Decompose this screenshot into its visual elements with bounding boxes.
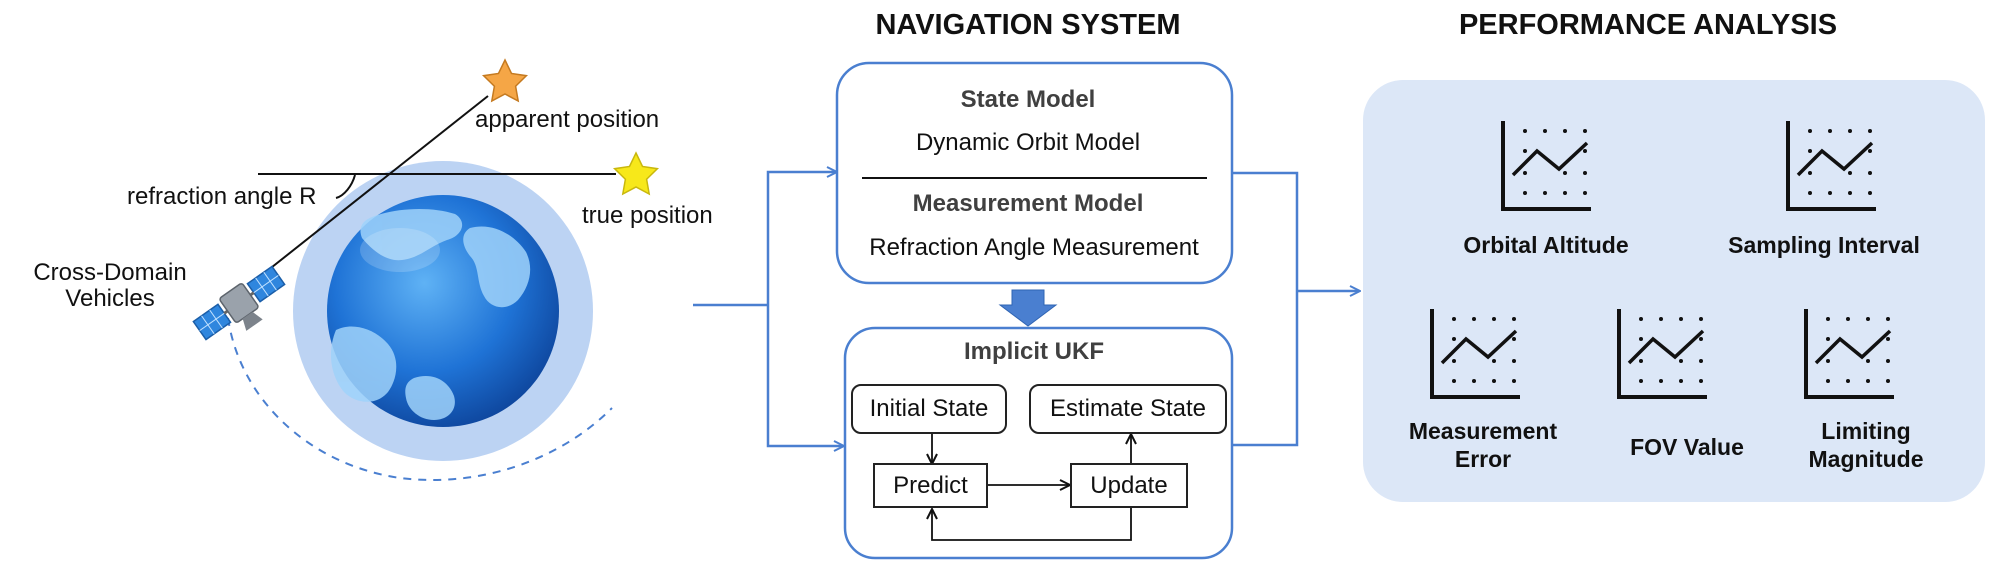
branch-to-state-model [766,172,836,305]
dynamic-orbit-model-label: Dynamic Orbit Model [915,129,1141,156]
apparent-position-label: apparent position [475,106,660,133]
true-position-star-icon [612,151,660,196]
model-to-ukf-arrow [998,289,1058,327]
predict-box: Predict [873,463,988,508]
predict-label: Predict [893,471,968,499]
fov-value-chart-icon [1617,309,1707,399]
limiting-magnitude-line1: Limiting [1821,418,1911,444]
branch-to-ukf [766,305,843,446]
earth-highlight [360,228,440,272]
initial-state-label: Initial State [869,395,989,422]
orbital-altitude-chart-icon [1501,121,1591,211]
refraction-angle-label: refraction angle R [127,183,317,210]
measurement-error-chart-icon [1430,309,1520,399]
estimate-state-label: Estimate State [1049,395,1207,422]
estimate-state-box: Estimate State [1029,384,1227,434]
fov-value-label: FOV Value [1630,434,1744,460]
satellite-icon [192,265,286,341]
update-box: Update [1070,463,1188,508]
measurement-error-label: Measurement Error [1409,418,1557,473]
measurement-error-line1: Measurement [1408,418,1558,444]
navigation-system-heading: NAVIGATION SYSTEM [875,9,1181,41]
update-label: Update [1090,471,1168,499]
feedback-loop-arrow [932,507,1132,541]
true-position-label: true position [582,202,713,229]
refraction-angle-arc [335,174,356,199]
orbital-altitude-label: Orbital Altitude [1463,232,1629,258]
measurement-model-title: Measurement Model [912,190,1144,217]
implicit-ukf-title: Implicit UKF [963,338,1105,365]
earth-group [293,161,593,461]
limiting-magnitude-label: Limiting Magnitude [1809,418,1924,473]
state-model-output-line [1232,171,1299,447]
sampling-interval-chart-icon [1786,121,1876,211]
model-box [835,61,1234,285]
state-model-title: State Model [960,86,1096,113]
limiting-magnitude-chart-icon [1804,309,1894,399]
cross-domain-vehicles-label: Cross-Domain Vehicles [22,259,198,313]
initial-state-box: Initial State [851,384,1007,434]
line-of-sight [261,95,489,276]
sampling-interval-label: Sampling Interval [1728,232,1920,258]
refraction-angle-measurement-label: Refraction Angle Measurement [869,234,1199,261]
continents [330,208,531,420]
orbit-path [227,317,613,481]
vehicles-label-line1: Cross-Domain [33,259,187,286]
performance-analysis-heading: PERFORMANCE ANALYSIS [1458,9,1838,41]
vehicles-label-line2: Vehicles [65,285,155,313]
limiting-magnitude-line2: Magnitude [1808,445,1924,472]
apparent-position-star-icon [481,58,529,103]
measurement-error-line2: Error [1454,445,1512,472]
